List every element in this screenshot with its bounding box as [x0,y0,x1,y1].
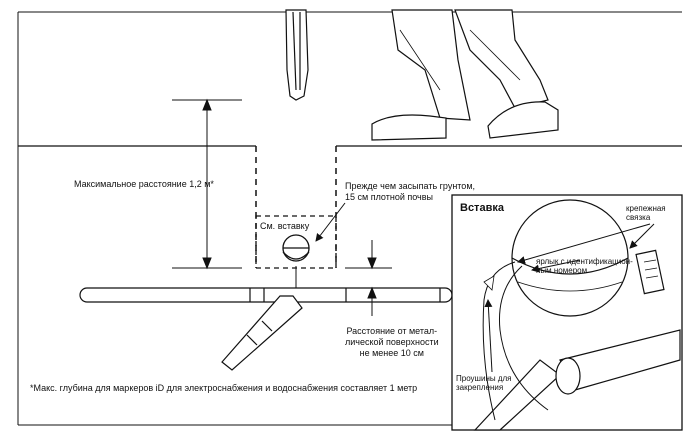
id-tag-line1: ярлык с идентификацион- [536,257,633,266]
inset-drawing [473,199,681,431]
metal-distance-line1: Расстояние от метал- [346,326,438,336]
min-distance-dimension [345,240,392,316]
cable-tie-line2: связка [626,213,651,222]
person-legs-icon [371,9,559,141]
cable-tie-label: крепежная связка [626,204,666,222]
metal-distance-line2: лической поверхности [345,337,439,347]
max-distance-label: Максимальное расстояние 1,2 м* [74,179,214,189]
metal-distance-label: Расстояние от метал- лической поверхност… [345,326,439,359]
backfill-arrow [315,202,346,242]
before-backfill-label: Прежде чем засыпать грунтом, 15 см плотн… [345,181,475,203]
inset-arrows [484,223,655,373]
mounting-loops-line1: Проушины для [456,374,512,383]
before-backfill-line1: Прежде чем засыпать грунтом, [345,181,476,191]
mounting-loops-line2: закрепления [456,383,504,392]
mounting-loops-label: Проушины для закрепления [456,374,512,392]
locator-device-icon [285,9,309,101]
branch-pipe [221,295,303,371]
before-backfill-line2: 15 см плотной почвы [345,192,433,202]
id-tag-label: ярлык с идентификацион- ным номером [536,257,633,275]
horizontal-pipe [79,287,453,303]
max-distance-dimension [172,98,242,270]
marker-ball-icon [282,234,310,262]
id-tag-line2: ным номером [536,266,588,275]
see-insert-label: См. вставку [260,221,310,231]
footnote: *Макс. глубина для маркеров iD для элект… [30,383,418,393]
metal-distance-line3: не менее 10 см [359,348,424,358]
cable-tie-line1: крепежная [626,204,666,213]
inset-title: Вставка [460,202,504,214]
